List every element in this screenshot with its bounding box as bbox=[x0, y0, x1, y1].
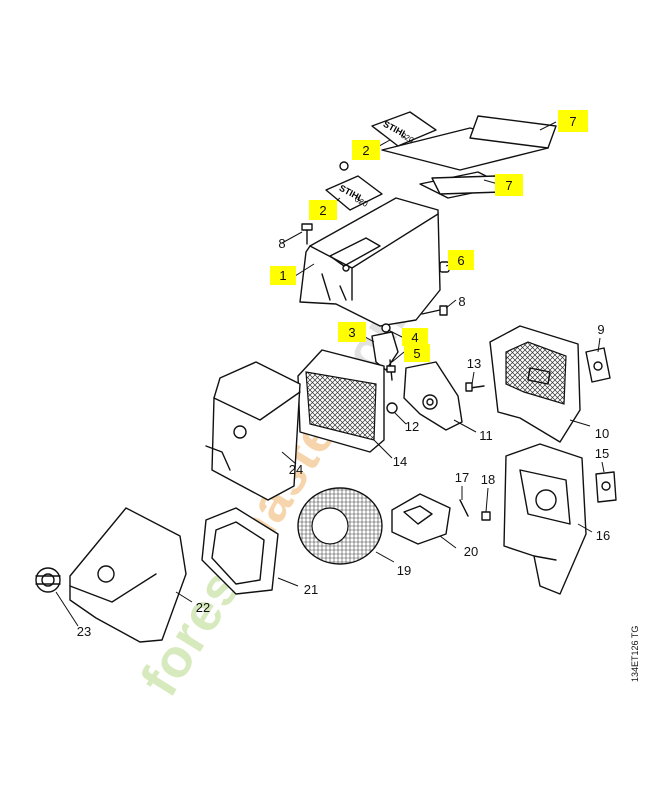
part-23-knob bbox=[35, 567, 61, 593]
label-11: 11 bbox=[479, 428, 493, 443]
label-6: 6 bbox=[457, 253, 464, 268]
label-7-lower: 7 bbox=[505, 178, 512, 193]
label-8-lower: 8 bbox=[458, 294, 465, 309]
label-23: 23 bbox=[77, 624, 91, 639]
label-17: 17 bbox=[455, 470, 469, 485]
label-highlight-5 bbox=[404, 344, 430, 362]
label-highlight-6 bbox=[448, 250, 474, 270]
part-20-prefilter bbox=[391, 493, 451, 545]
part-3-latch bbox=[371, 331, 399, 371]
part-2-grommet bbox=[339, 161, 349, 171]
label-highlight-1 bbox=[270, 266, 296, 285]
label-8-upper: 8 bbox=[278, 236, 285, 251]
part-18-nut bbox=[481, 511, 491, 521]
label-12: 12 bbox=[405, 419, 419, 434]
label-14: 14 bbox=[393, 454, 407, 469]
label-7-upper: 7 bbox=[569, 114, 576, 129]
label-20: 20 bbox=[464, 544, 478, 559]
part-17-pin bbox=[459, 499, 469, 517]
part-13-screw bbox=[465, 382, 485, 392]
label-16: 16 bbox=[596, 528, 610, 543]
label-19: 19 bbox=[397, 563, 411, 578]
label-10: 10 bbox=[595, 426, 609, 441]
reference-code: 134ET126 TG bbox=[630, 626, 640, 682]
label-highlight-4 bbox=[402, 328, 428, 346]
part-11-plate bbox=[403, 361, 463, 431]
label-highlight-2a bbox=[352, 140, 380, 160]
part-labels: 1 2 2 3 4 5 6 7 7 8 8 9 10 11 12 13 14 1… bbox=[77, 110, 610, 639]
label-3: 3 bbox=[348, 325, 355, 340]
part-22-cover bbox=[69, 507, 187, 643]
part-5-screw bbox=[386, 359, 396, 381]
label-9: 9 bbox=[597, 322, 604, 337]
part-1-shroud bbox=[299, 197, 441, 327]
part-8-screw-lower bbox=[421, 305, 448, 316]
label-highlight-2b bbox=[309, 200, 337, 220]
part-14-filter-holder bbox=[297, 349, 385, 453]
label-2-lower: 2 bbox=[319, 203, 326, 218]
part-16-box bbox=[503, 443, 587, 595]
label-15: 15 bbox=[595, 446, 609, 461]
label-13: 13 bbox=[467, 356, 481, 371]
leader-lines bbox=[55, 121, 605, 627]
label-24: 24 bbox=[289, 462, 303, 477]
label-highlight-3 bbox=[338, 322, 366, 342]
part-24-cover bbox=[205, 361, 301, 501]
part-10-base bbox=[489, 325, 581, 443]
label-5: 5 bbox=[413, 346, 420, 361]
label-21: 21 bbox=[304, 582, 318, 597]
part-9-gasket bbox=[585, 347, 611, 383]
label-highlight-7a bbox=[558, 110, 588, 132]
label-4: 4 bbox=[411, 330, 418, 345]
label-22: 22 bbox=[196, 600, 210, 615]
part-19-filter bbox=[297, 487, 383, 565]
part-8-screw-upper bbox=[301, 223, 313, 245]
part-15-gasket bbox=[595, 471, 617, 503]
label-2-upper: 2 bbox=[362, 143, 369, 158]
part-2-decal-lower: STIHL 020 bbox=[325, 175, 383, 211]
part-21-ring bbox=[201, 507, 279, 595]
part-12-screw bbox=[386, 402, 398, 414]
part-2-decal-upper: STIHL 020 bbox=[371, 111, 437, 147]
label-1: 1 bbox=[279, 268, 286, 283]
label-18: 18 bbox=[481, 472, 495, 487]
part-6-nut bbox=[439, 261, 450, 273]
label-highlight-7b bbox=[495, 174, 523, 196]
